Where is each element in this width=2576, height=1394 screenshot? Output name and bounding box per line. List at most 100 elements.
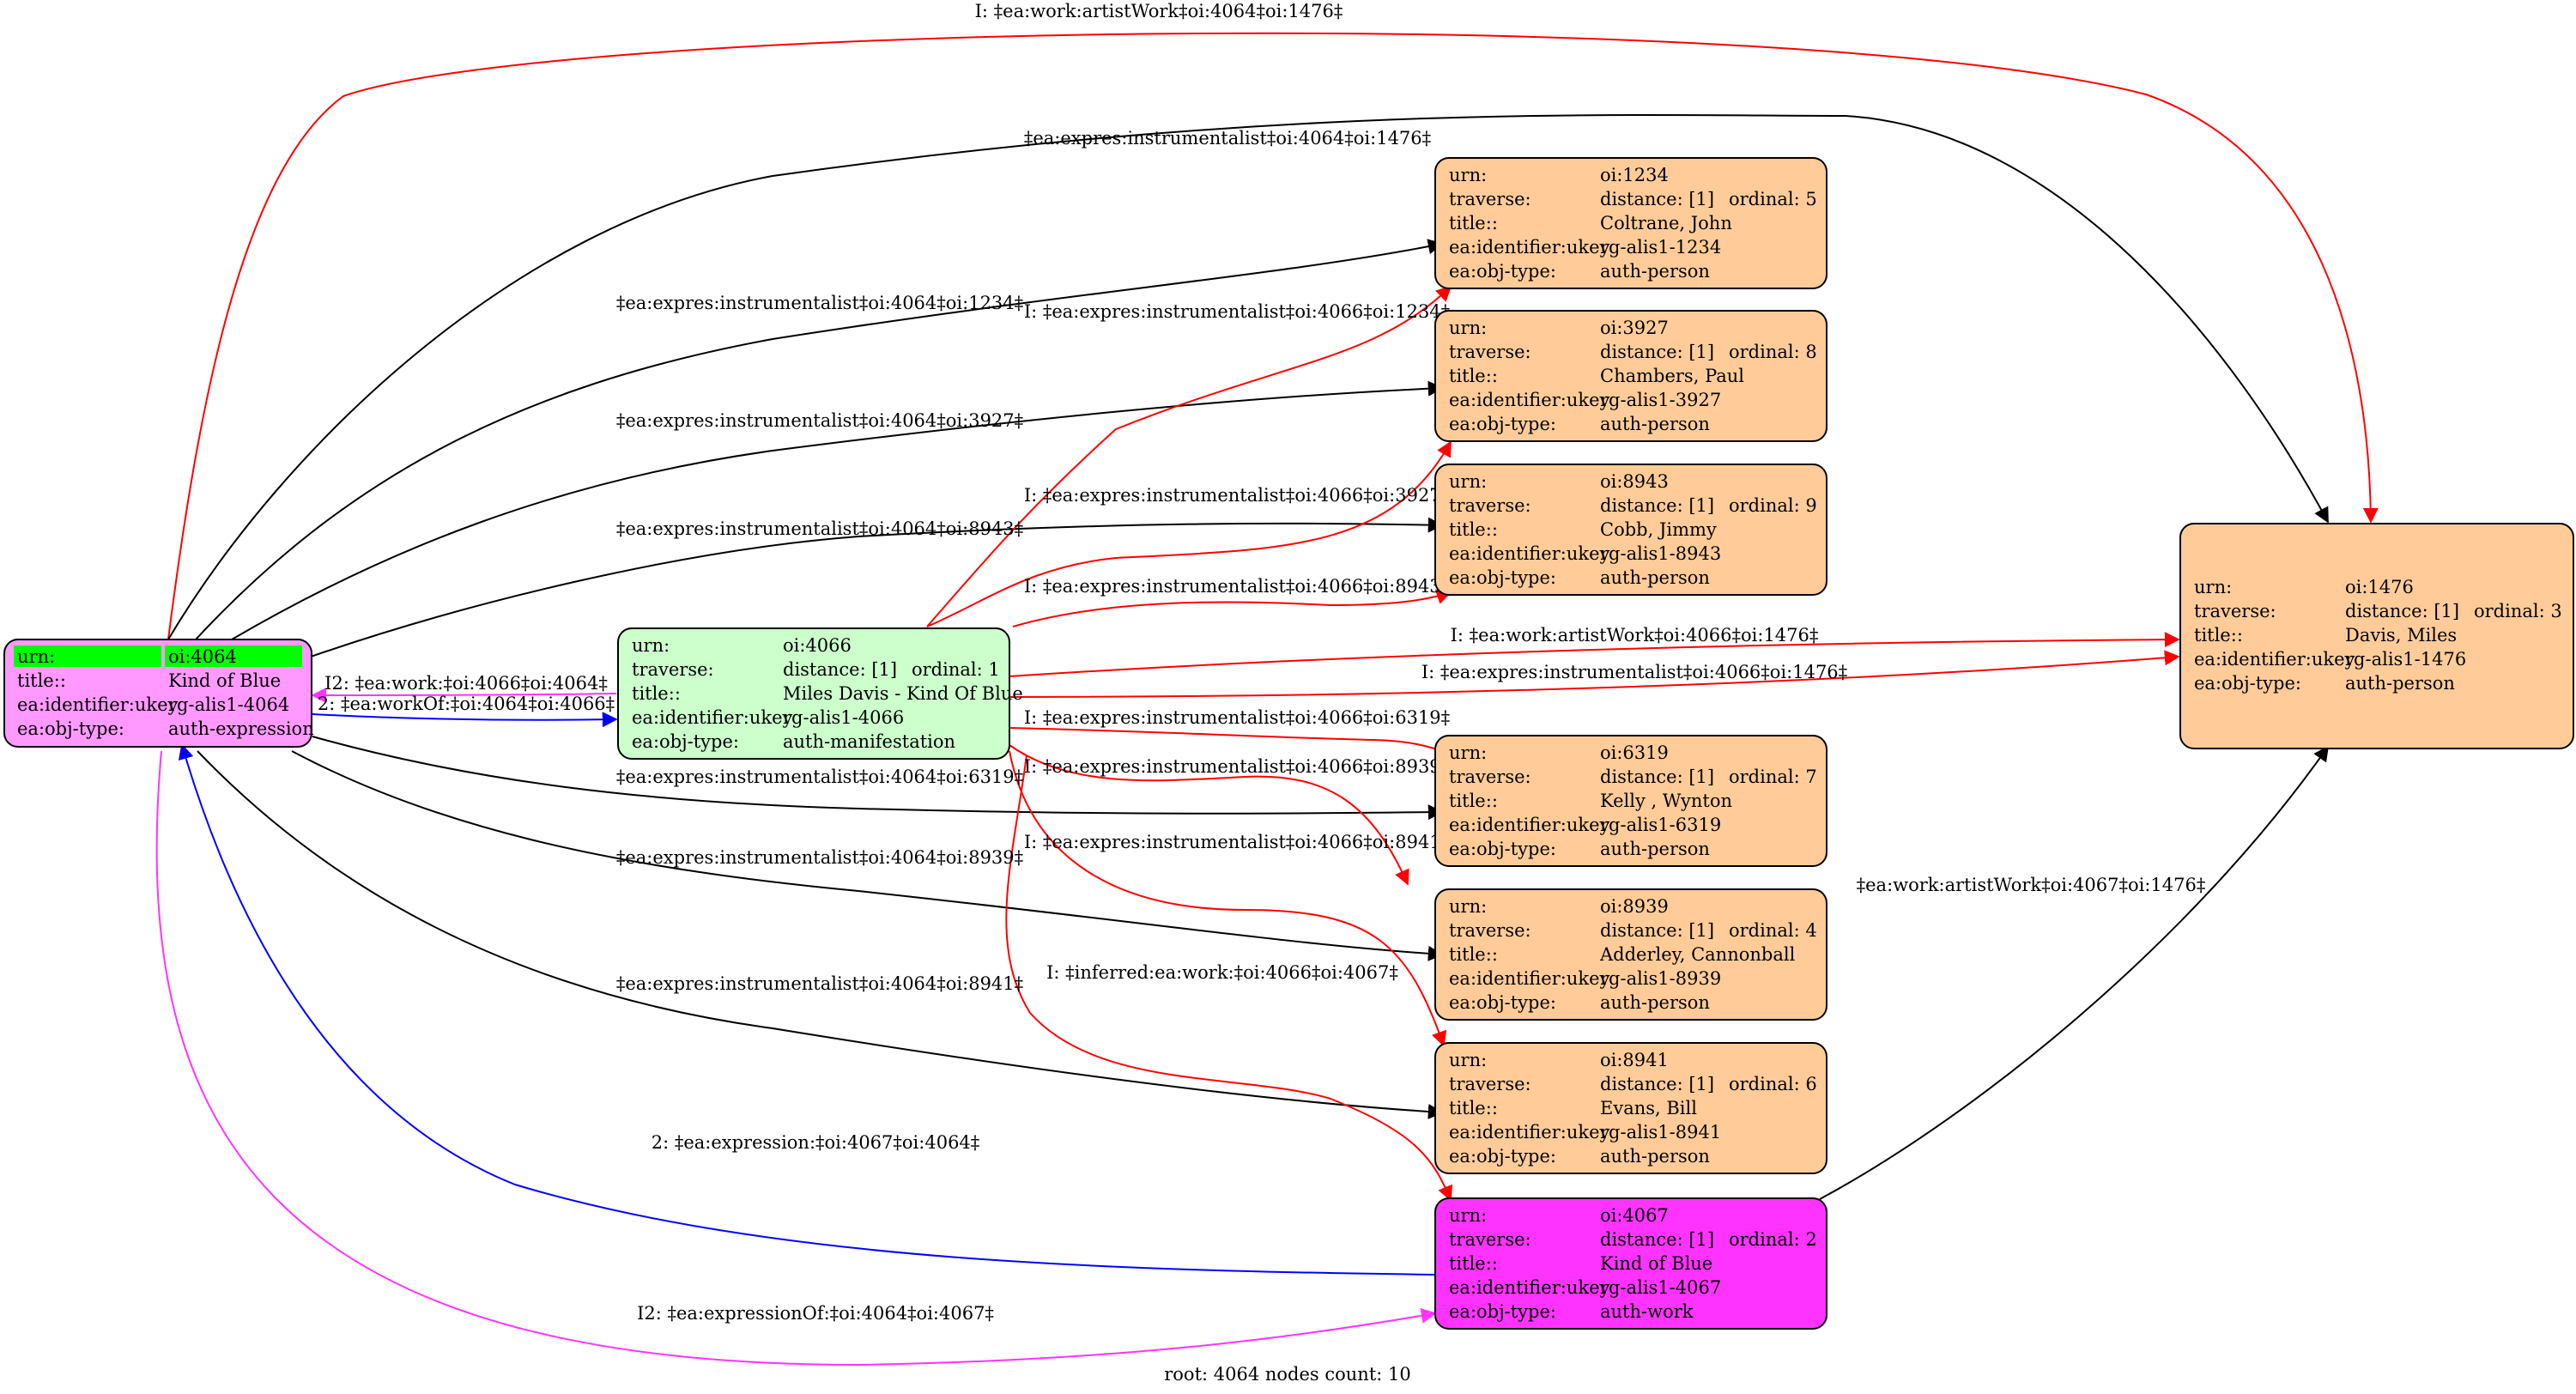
node-4064-val-2: rg-alis1-4064 [168, 694, 289, 715]
node-3927[interactable]: urn: oi:3927 traverse: distance: [1] ord… [1434, 310, 1827, 442]
node-1234-key-1: traverse: [1449, 189, 1531, 209]
edge-label-instrumentalist-4064-6319: ‡ea:expres:instrumentalist‡oi:4064‡oi:63… [616, 767, 1023, 787]
node-8939[interactable]: urn: oi:8939 traverse: distance: [1] ord… [1434, 888, 1827, 1021]
graph-footer: root: 4064 nodes count: 10 [1164, 1364, 1411, 1385]
node-4066-val-1: distance: [1] [783, 659, 897, 680]
node-8941-val-2: Evans, Bill [1600, 1098, 1697, 1118]
node-3927-key-3: ea:identifier:ukey [1449, 390, 1610, 410]
node-4066-val-4: auth-manifestation [783, 731, 955, 752]
edge-i-instrumentalist-4066-8943 [1012, 589, 1452, 627]
node-3927-key-2: title:: [1449, 366, 1498, 386]
node-3927-box [1434, 310, 1827, 442]
node-4064-val-3: auth-expression [168, 718, 314, 739]
node-8941-val-4: auth-person [1600, 1146, 1710, 1167]
node-6319-key-3: ea:identifier:ukey [1449, 815, 1610, 835]
node-4064-val-0: oi:4064 [168, 646, 237, 667]
node-8941-key-4: ea:obj-type: [1449, 1146, 1556, 1167]
node-6319-val-4: auth-person [1600, 839, 1710, 859]
edge-label-i-inferred-work-4066-4067: I: ‡inferred:ea:work:‡oi:4066‡oi:4067‡ [1046, 962, 1398, 983]
node-1234[interactable]: urn: oi:1234 traverse: distance: [1] ord… [1434, 157, 1827, 289]
node-8939-val-1: distance: [1] [1600, 920, 1714, 941]
edge-artistwork-4064-1476 [167, 32, 2379, 640]
edge-instrumentalist-4064-8941 [197, 750, 1444, 1119]
edge-2-expression-4067-4064 [178, 743, 1436, 1276]
edge-label-i-instrumentalist-4066-8939: I: ‡ea:expres:instrumentalist‡oi:4066‡oi… [1024, 756, 1450, 777]
node-4067-key-1: traverse: [1449, 1229, 1531, 1250]
edge-i-instrumentalist-4066-8941 [1009, 750, 1447, 1047]
node-4067-val-1: distance: [1] [1600, 1229, 1714, 1250]
node-1234-val-2: Coltrane, John [1600, 213, 1732, 233]
node-8943-val-3: rg-alis1-8943 [1600, 543, 1721, 564]
node-8941-box [1434, 1042, 1827, 1174]
edge-label-instrumentalist-4064-3927: ‡ea:expres:instrumentalist‡oi:4064‡oi:39… [616, 410, 1023, 431]
edge-label-i-instrumentalist-4066-8941: I: ‡ea:expres:instrumentalist‡oi:4066‡oi… [1024, 832, 1450, 852]
node-1476-val-3: rg-alis1-1476 [2345, 649, 2466, 670]
node-8939-key-4: ea:obj-type: [1449, 992, 1556, 1013]
node-4064[interactable]: urn: oi:4064 title:: Kind of Blue ea:ide… [3, 639, 314, 748]
edge-label-i-instrumentalist-4066-3927: I: ‡ea:expres:instrumentalist‡oi:4066‡oi… [1024, 485, 1450, 506]
edge-label-i-instrumentalist-4066-8943: I: ‡ea:expres:instrumentalist‡oi:4066‡oi… [1024, 576, 1450, 597]
node-8941-key-2: title:: [1449, 1098, 1498, 1118]
node-3927-val-3: rg-alis1-3927 [1600, 390, 1721, 410]
node-8943-val-1: distance: [1] [1600, 495, 1714, 516]
node-4064-key-1: title:: [17, 670, 66, 691]
node-1476[interactable]: urn: oi:1476 traverse: distance: [1] ord… [2179, 523, 2574, 749]
node-6319-val-0: oi:6319 [1600, 742, 1669, 763]
node-8939-key-3: ea:identifier:ukey [1449, 968, 1610, 989]
node-8941-key-0: urn: [1449, 1050, 1487, 1070]
node-3927-val-1: distance: [1] [1600, 342, 1714, 362]
node-8941-val-0: oi:8941 [1600, 1050, 1669, 1070]
node-8943-val-0: oi:8943 [1600, 471, 1669, 492]
node-4067[interactable]: urn: oi:4067 traverse: distance: [1] ord… [1434, 1197, 1827, 1330]
edge-instrumentalist-4064-8939 [291, 750, 1444, 961]
node-8943-key-3: ea:identifier:ukey [1449, 543, 1610, 564]
node-4066[interactable]: urn: oi:4066 traverse: distance: [1] ord… [617, 627, 1023, 760]
node-1476-key-1: traverse: [2194, 601, 2276, 621]
edge-label-artistwork-4064-1476: I: ‡ea:work:artistWork‡oi:4064‡oi:1476‡ [975, 1, 1343, 21]
edge-i2-work-4066-4064 [311, 687, 617, 703]
node-1476-key-3: ea:identifier:ukey [2194, 649, 2355, 670]
edge-label-2-expression-4067-4064: 2: ‡ea:expression:‡oi:4067‡oi:4064‡ [652, 1132, 980, 1153]
node-6319-extra-1: ordinal: 7 [1729, 767, 1817, 787]
edge-instrumentalist-4064-6319 [312, 736, 1444, 821]
node-6319[interactable]: urn: oi:6319 traverse: distance: [1] ord… [1434, 735, 1827, 867]
node-8943-key-4: ea:obj-type: [1449, 567, 1556, 588]
node-8943-extra-1: ordinal: 9 [1729, 495, 1817, 516]
node-1476-extra-1: ordinal: 3 [2474, 601, 2562, 621]
node-4064-key-2: ea:identifier:ukey [17, 694, 179, 715]
edge-label-instrumentalist-4064-8941: ‡ea:expres:instrumentalist‡oi:4064‡oi:89… [616, 973, 1023, 994]
node-1234-val-3: rg-alis1-1234 [1600, 237, 1721, 258]
node-8939-val-4: auth-person [1600, 992, 1710, 1013]
node-6319-val-1: distance: [1] [1600, 767, 1714, 787]
node-4067-val-3: rg-alis1-4067 [1600, 1277, 1721, 1298]
node-8939-key-0: urn: [1449, 896, 1487, 917]
node-8941[interactable]: urn: oi:8941 traverse: distance: [1] ord… [1434, 1042, 1827, 1174]
node-4066-key-1: traverse: [632, 659, 714, 680]
node-8939-key-2: title:: [1449, 944, 1498, 965]
edge-2-workof-4064-4066 [312, 712, 618, 728]
node-4064-val-1: Kind of Blue [168, 670, 281, 691]
node-4066-val-3: rg-alis1-4066 [783, 707, 904, 728]
node-1476-val-1: distance: [1] [2345, 601, 2459, 621]
node-4066-key-4: ea:obj-type: [632, 731, 739, 752]
node-4066-val-0: oi:4066 [783, 635, 852, 656]
node-8939-box [1434, 888, 1827, 1021]
node-4066-key-0: urn: [632, 635, 670, 656]
node-8941-val-3: rg-alis1-8941 [1600, 1122, 1721, 1142]
node-6319-key-1: traverse: [1449, 767, 1531, 787]
node-6319-key-2: title:: [1449, 791, 1498, 811]
node-8943-key-0: urn: [1449, 471, 1487, 492]
node-4064-key-3: ea:obj-type: [17, 718, 124, 739]
node-8943-val-2: Cobb, Jimmy [1600, 519, 1717, 540]
edge-i-instrumentalist-4066-6319 [1009, 727, 1452, 757]
node-1234-key-3: ea:identifier:ukey [1449, 237, 1610, 258]
node-8943-key-2: title:: [1449, 519, 1498, 540]
node-4067-key-3: ea:identifier:ukey [1449, 1277, 1610, 1298]
node-8943-val-4: auth-person [1600, 567, 1710, 588]
edge-instrumentalist-4064-8943 [310, 517, 1444, 658]
node-4067-val-0: oi:4067 [1600, 1205, 1669, 1226]
node-3927-key-4: ea:obj-type: [1449, 414, 1556, 434]
node-1476-val-0: oi:1476 [2345, 577, 2414, 597]
node-8943[interactable]: urn: oi:8943 traverse: distance: [1] ord… [1434, 464, 1827, 596]
